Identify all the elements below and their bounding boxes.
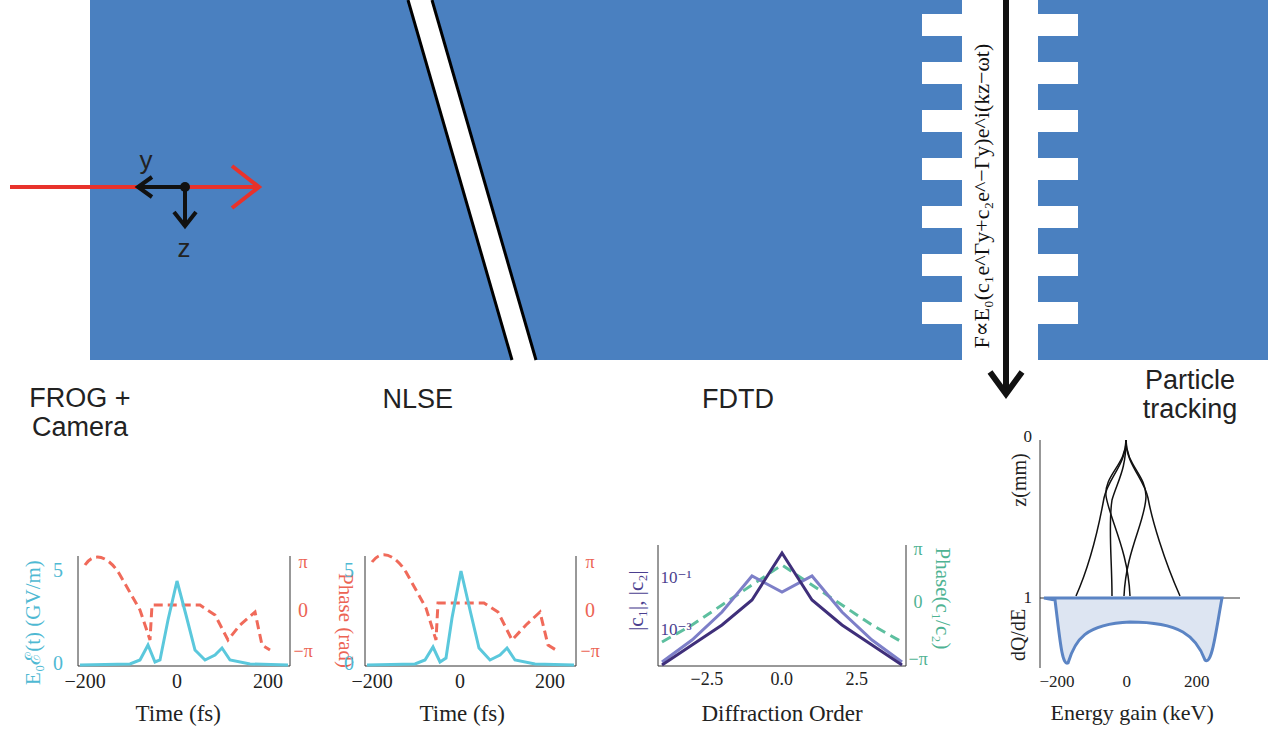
text-label: Particle tracking xyxy=(1115,366,1265,425)
chart-fdtd xyxy=(658,545,906,666)
text-label: 0 xyxy=(53,652,63,674)
text-label: 10⁻¹ xyxy=(661,569,692,588)
text-label: −π xyxy=(581,642,600,662)
axis-z xyxy=(183,187,187,224)
text-label: |c₁|, |c₂| xyxy=(624,570,647,631)
text-label: Phase(c₁/c₂) xyxy=(931,547,954,649)
text-label: −2.5 xyxy=(691,670,724,690)
text-label: 0.0 xyxy=(771,670,794,690)
text-label: −200 xyxy=(352,670,393,692)
grating-channel xyxy=(962,0,1038,360)
text-label: −200 xyxy=(1040,673,1075,692)
text-label: F∝E₀(c₁e^Γy+c₂e^−Γy)e^i(kz−ωt) xyxy=(970,44,994,349)
text-label: 200 xyxy=(1184,673,1210,692)
text-label: 5 xyxy=(344,559,354,581)
chart-particle xyxy=(1040,440,1240,668)
laser-arrow xyxy=(10,185,258,189)
text-label: FROG + Camera xyxy=(10,384,150,443)
text-label: Time (fs) xyxy=(136,701,221,726)
text-label: E₀ℰ(t) (GV/m) xyxy=(21,560,44,685)
text-label: π xyxy=(299,553,308,573)
medium-band xyxy=(90,0,1268,360)
text-label: 0 xyxy=(298,599,308,621)
text-label: −π xyxy=(294,642,313,662)
text-label: 200 xyxy=(253,670,283,692)
grating-teeth xyxy=(922,14,1078,324)
slanted-slit xyxy=(408,0,536,360)
text-label: NLSE xyxy=(383,385,454,415)
text-label: z xyxy=(178,234,191,263)
beam-arrowhead xyxy=(990,372,1022,394)
text-label: 10⁻³ xyxy=(661,621,692,640)
text-label: 2.5 xyxy=(846,670,869,690)
text-label: FDTD xyxy=(702,385,774,415)
text-label: Diffraction Order xyxy=(702,701,863,726)
text-label: 200 xyxy=(535,670,565,692)
axis-y xyxy=(140,185,185,189)
text-label: 0 xyxy=(172,670,182,692)
text-label: Energy gain (keV) xyxy=(1051,701,1214,725)
text-label: Time (fs) xyxy=(420,701,505,726)
text-label: y xyxy=(140,146,153,175)
chart-frog xyxy=(78,556,290,666)
text-label: 1 xyxy=(1024,589,1033,608)
text-label: −π xyxy=(909,650,928,670)
text-label: 0 xyxy=(455,670,465,692)
text-label: π xyxy=(914,540,923,560)
text-label: 0 xyxy=(585,599,595,621)
text-label: 0 xyxy=(1123,673,1132,692)
beam-arrow xyxy=(1003,0,1009,392)
text-label: −200 xyxy=(65,670,106,692)
text-label: 5 xyxy=(53,559,63,581)
text-label: dQ/dE xyxy=(1007,609,1029,661)
text-label: 0 xyxy=(914,593,923,613)
chart-nlse xyxy=(365,555,576,666)
text-label: π xyxy=(586,553,595,573)
text-label: z(mm) xyxy=(1007,453,1029,506)
text-label: 0 xyxy=(1024,428,1033,447)
